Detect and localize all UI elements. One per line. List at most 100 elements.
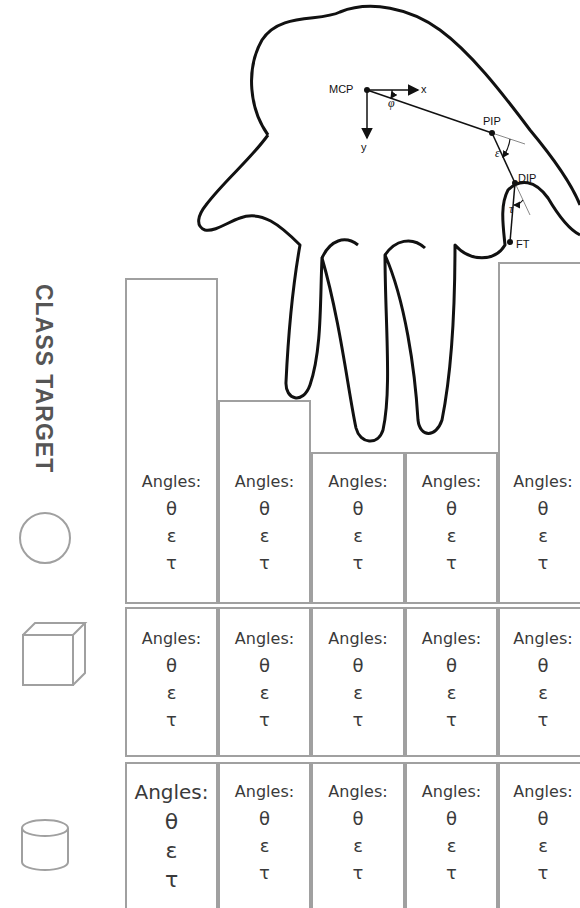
- angle-symbol: θ: [446, 652, 457, 679]
- angle-symbol: θ: [166, 652, 177, 679]
- joint-dot: [364, 87, 370, 93]
- phalanx: [510, 183, 515, 242]
- cell-heading: Angles:: [422, 468, 481, 495]
- angle-cell: Angles:θετ: [498, 262, 580, 604]
- joint-dot: [507, 239, 513, 245]
- cell-heading: Angles:: [328, 625, 387, 652]
- angle-symbol: τ: [259, 549, 270, 576]
- extension-line: [492, 133, 525, 144]
- extension-line: [515, 183, 530, 215]
- angle-cell: Angles:θετ: [498, 762, 580, 908]
- angle-symbol: τ: [538, 859, 549, 886]
- angle-arc: [514, 200, 523, 205]
- cell-heading: Angles:: [513, 625, 572, 652]
- angle-symbol: θ: [352, 495, 363, 522]
- angle-symbol: θ: [165, 807, 178, 836]
- angle-cell: Angles:θετ: [311, 762, 405, 908]
- hand-outline: [199, 6, 580, 441]
- angle-symbol: θ: [352, 805, 363, 832]
- phalanx: [367, 90, 492, 133]
- angle-symbol: τ: [446, 549, 457, 576]
- angle-symbol: τ: [166, 549, 177, 576]
- joint-label: φ: [388, 96, 395, 111]
- cell-heading: Angles:: [422, 625, 481, 652]
- cylinder-icon: [22, 820, 68, 870]
- joint-dot: [489, 130, 495, 136]
- cell-heading: Angles:: [142, 625, 201, 652]
- y-axis: [366, 90, 368, 138]
- angle-symbol: ε: [447, 832, 457, 859]
- angle-arc: [503, 139, 510, 157]
- angle-symbol: τ: [166, 706, 177, 733]
- angle-symbol: θ: [259, 495, 270, 522]
- angle-cell: Angles:θετ: [405, 762, 498, 908]
- cell-heading: Angles:: [235, 625, 294, 652]
- angle-symbol: ε: [353, 832, 363, 859]
- angle-symbol: ε: [260, 679, 270, 706]
- angle-symbol: θ: [259, 805, 270, 832]
- angle-symbol: τ: [353, 706, 364, 733]
- angle-cell: Angles:θετ: [218, 762, 311, 908]
- angle-symbol: τ: [165, 865, 178, 894]
- angle-symbol: ε: [167, 679, 177, 706]
- phalanx: [492, 133, 515, 183]
- angle-symbol: ε: [538, 522, 548, 549]
- angle-symbol: τ: [446, 859, 457, 886]
- angle-cell: Angles:θετ: [405, 607, 498, 757]
- angle-cell: Angles:θετ: [218, 607, 311, 757]
- cell-heading: Angles:: [513, 468, 572, 495]
- joint-label: PIP: [483, 115, 501, 127]
- angle-symbol: ε: [447, 679, 457, 706]
- angle-symbol: θ: [537, 495, 548, 522]
- angle-symbol: ε: [260, 522, 270, 549]
- cell-heading: Angles:: [235, 468, 294, 495]
- joint-label: y: [361, 141, 367, 153]
- angle-cell: Angles:θετ: [125, 607, 218, 757]
- angle-cell: Angles:θετ: [218, 400, 311, 604]
- angle-symbol: θ: [537, 805, 548, 832]
- joint-label: FT: [516, 238, 529, 250]
- angle-symbol: τ: [259, 706, 270, 733]
- angle-symbol: ε: [538, 679, 548, 706]
- joint-label: τ: [509, 202, 513, 217]
- angle-symbol: θ: [352, 652, 363, 679]
- axis-title: CLASS TARGET: [30, 284, 57, 473]
- cell-heading: Angles:: [142, 468, 201, 495]
- angle-symbol: θ: [446, 805, 457, 832]
- angle-symbol: τ: [259, 859, 270, 886]
- joint-label: ε: [495, 146, 500, 161]
- angle-symbol: θ: [166, 495, 177, 522]
- cell-heading: Angles:: [134, 778, 208, 807]
- sphere-icon: [20, 513, 70, 563]
- angle-symbol: ε: [260, 832, 270, 859]
- cell-heading: Angles:: [235, 778, 294, 805]
- angle-symbol: τ: [446, 706, 457, 733]
- joint-dot: [512, 180, 518, 186]
- angle-symbol: θ: [259, 652, 270, 679]
- joint-label: DIP: [518, 172, 536, 184]
- angle-symbol: θ: [446, 495, 457, 522]
- cell-heading: Angles:: [513, 778, 572, 805]
- angle-symbol: ε: [538, 832, 548, 859]
- angle-symbol: ε: [167, 522, 177, 549]
- joint-label: x: [421, 83, 427, 95]
- angle-symbol: ε: [447, 522, 457, 549]
- cube-icon: [23, 623, 85, 685]
- angle-cell: Angles:θετ: [125, 762, 218, 908]
- angle-cell: Angles:θετ: [311, 452, 405, 604]
- angle-symbol: τ: [353, 859, 364, 886]
- cell-heading: Angles:: [328, 778, 387, 805]
- cell-heading: Angles:: [328, 468, 387, 495]
- angle-symbol: τ: [538, 549, 549, 576]
- angle-cell: Angles:θετ: [498, 607, 580, 757]
- angle-symbol: ε: [353, 679, 363, 706]
- angle-cell: Angles:θετ: [405, 452, 498, 604]
- finger-gap: [322, 240, 425, 258]
- joint-label: MCP: [329, 83, 353, 95]
- angle-cell: Angles:θετ: [125, 278, 218, 604]
- angle-symbol: τ: [538, 706, 549, 733]
- angle-symbol: ε: [353, 522, 363, 549]
- angle-symbol: τ: [353, 549, 364, 576]
- angle-symbol: θ: [537, 652, 548, 679]
- angle-symbol: ε: [166, 836, 178, 865]
